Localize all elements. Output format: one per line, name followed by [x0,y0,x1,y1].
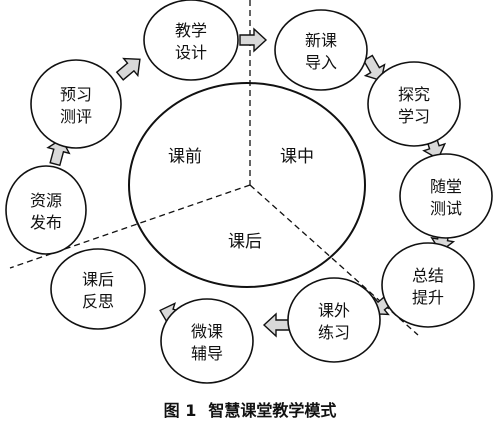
phase-label-before: 课前 [168,147,202,167]
arrow-preview-to-design [115,57,141,81]
node-label-line: 设计 [175,43,207,62]
node-label-line: 提升 [412,288,444,307]
node-label-line: 辅导 [191,344,223,363]
node-label-line: 总结 [412,266,444,285]
node-label-line: 探究 [398,85,430,104]
node-shape [160,298,254,384]
node-shape [50,248,146,330]
node-label-line: 测评 [60,107,92,126]
node-label-line: 练习 [318,323,350,342]
center-circle [128,82,366,288]
phase-label-during: 课中 [280,147,314,167]
node-shape [143,0,239,81]
node-shape [287,277,381,363]
node-label-line: 反思 [82,292,114,311]
node-shape [274,9,368,91]
arrow-practice-to-tutoring [262,312,291,338]
node-label-line: 微课 [191,322,223,341]
node-label-line: 测试 [430,199,462,218]
node-label-line: 教学 [175,21,207,40]
node-label-line: 课后 [82,270,114,289]
node-shape [399,153,493,239]
node-shape [30,59,122,149]
figure-title: 智慧课堂教学模式 [208,401,337,420]
node-label-line: 课外 [318,301,350,320]
node-label-line: 预习 [60,85,92,104]
node-label-line: 学习 [398,107,430,126]
node-shape [381,242,475,328]
arrow-design-to-intro [239,27,268,53]
node-label-line: 资源 [30,191,62,210]
node-label-line: 随堂 [430,177,462,196]
figure-number: 图 1 [163,401,197,420]
figure-caption: 图 1 智慧课堂教学模式 [0,397,500,421]
node-shape [5,165,87,255]
node-shape [367,61,461,147]
node-label-line: 导入 [305,53,337,72]
node-label-line: 新课 [305,31,337,50]
phase-label-after: 课后 [228,232,262,252]
divider-line-right [249,184,419,336]
node-label-line: 发布 [30,213,62,232]
